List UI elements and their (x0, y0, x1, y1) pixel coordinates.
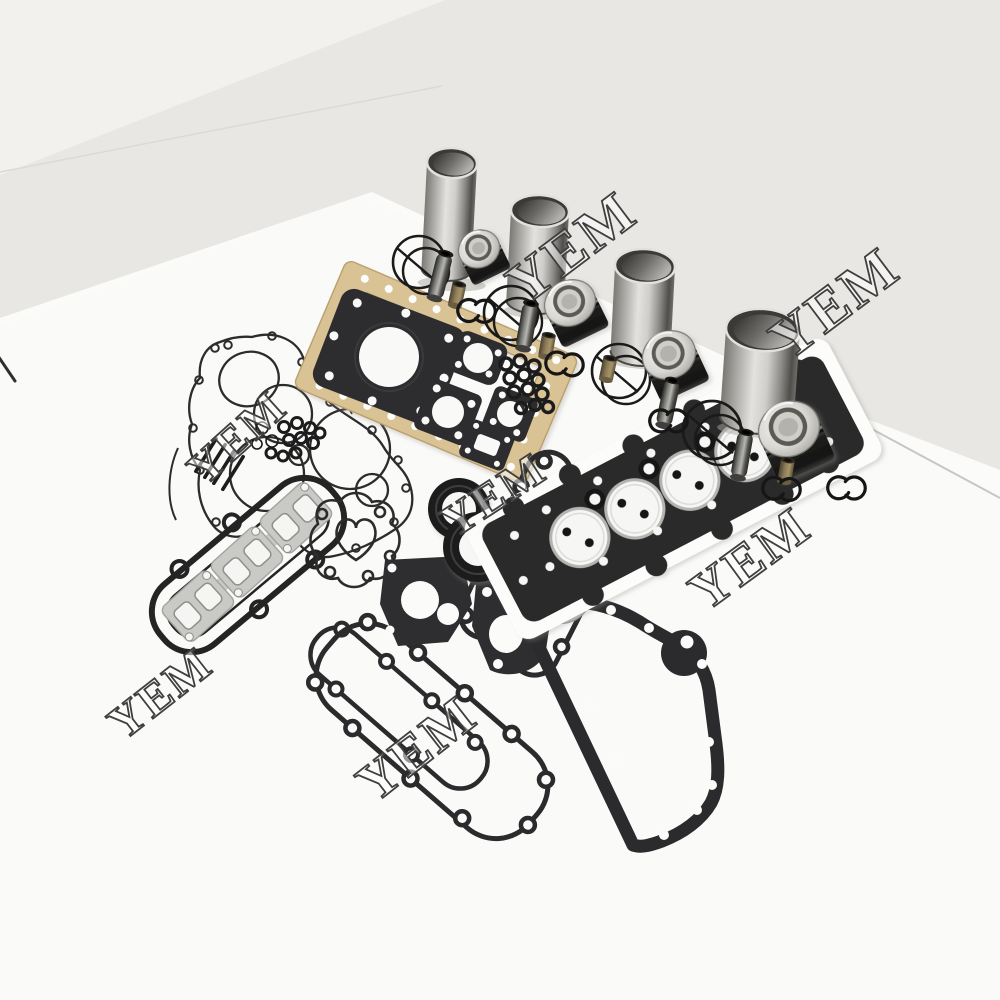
o-ring-seals (251, 416, 327, 463)
small-end-bushing (598, 354, 618, 384)
edge-mark (0, 356, 17, 383)
gasket-bore (218, 350, 280, 408)
round-cover-gasket (448, 331, 508, 385)
push-rods (194, 436, 245, 492)
circlip-pair (761, 475, 802, 503)
circlip-pair (826, 475, 867, 501)
square-cover-gasket (414, 378, 482, 446)
oil-cooler-cover-gaskets (305, 612, 556, 842)
piston (757, 400, 835, 482)
piston (457, 229, 510, 285)
piston-pins (426, 249, 754, 482)
bright-corner (0, 0, 445, 175)
gasket-bore (354, 472, 390, 508)
piston-pin (426, 249, 454, 303)
circlip-pair (456, 297, 497, 324)
gasket-edge-partial (168, 447, 179, 521)
strip-cover-gasket (459, 419, 515, 471)
circlip-pair (544, 350, 585, 378)
piston-pin (730, 428, 754, 482)
water-pump-gasket (309, 491, 401, 589)
o-ring-grid (498, 353, 556, 416)
circlip-pair (648, 408, 689, 434)
cylinder-liners (417, 146, 809, 439)
backdrop-crease-line (0, 85, 443, 173)
water-outlet-gasket (380, 556, 472, 646)
piston-pin (515, 299, 539, 353)
pistons (457, 229, 835, 482)
exhaust-manifold-gasket (161, 482, 333, 642)
piston (544, 279, 609, 347)
piston (641, 330, 709, 401)
small-end-bushings (447, 280, 795, 486)
circlip-pairs (456, 297, 867, 503)
